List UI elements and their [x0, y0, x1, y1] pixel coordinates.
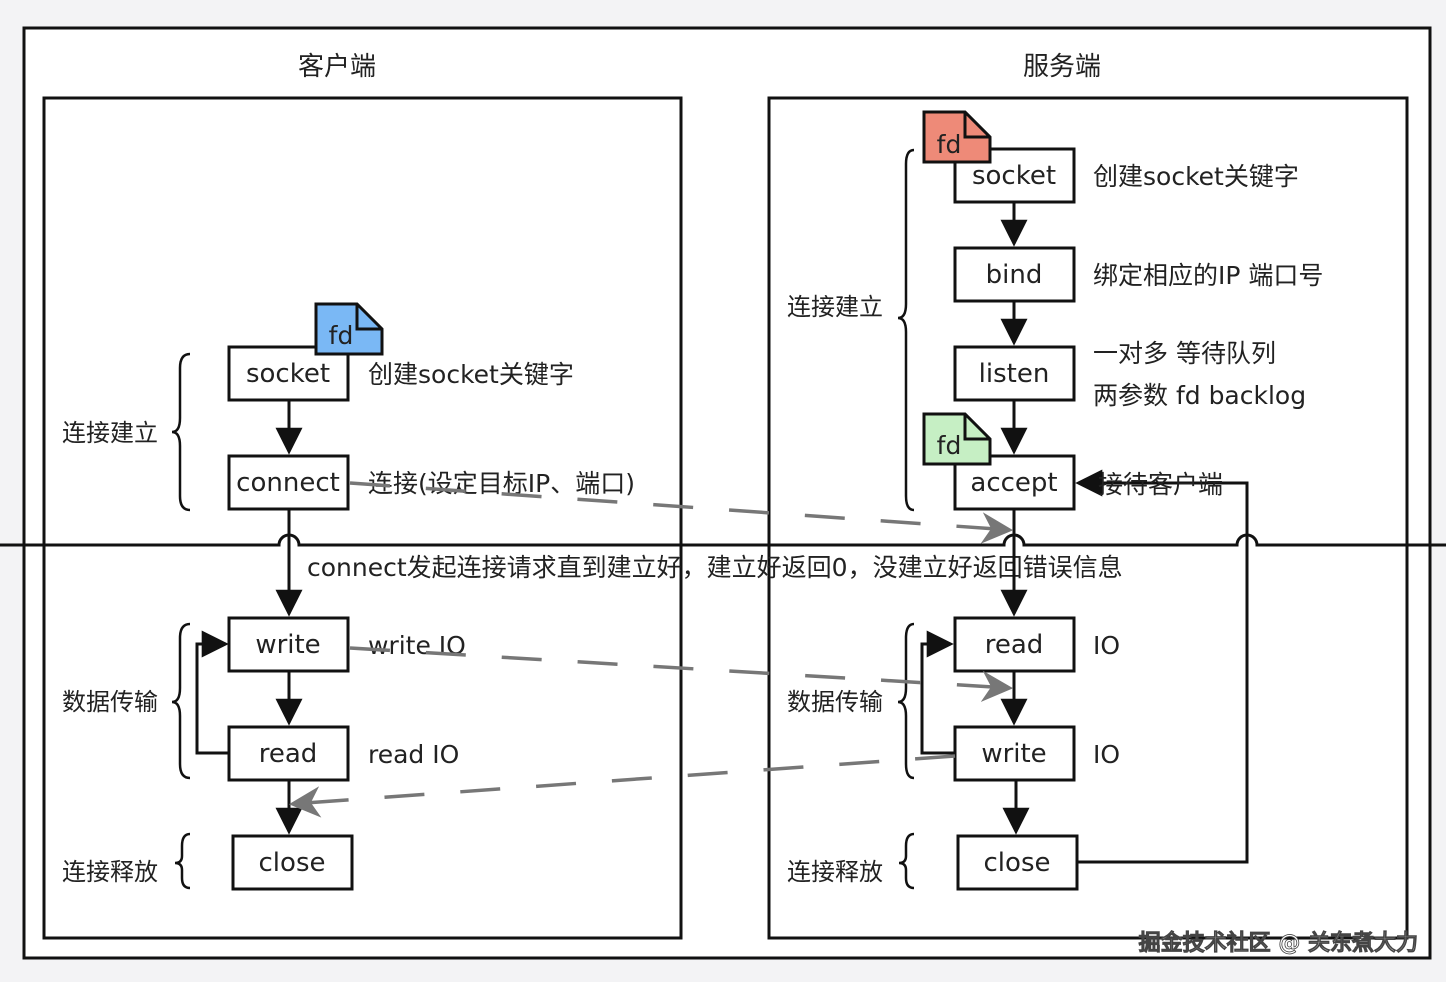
- server-listen-box: listen: [953, 345, 1076, 402]
- server-write-note: IO: [1093, 740, 1120, 769]
- server-loop-write-read: [920, 630, 955, 755]
- client-read-label: read: [259, 739, 318, 769]
- client-title: 客户端: [298, 52, 376, 82]
- server-write-label: write: [981, 739, 1046, 769]
- server-read-label: read: [985, 630, 1044, 660]
- dashed-arrow-write-to-read: [349, 646, 1014, 703]
- client-read-note: read IO: [368, 740, 459, 769]
- client-brace-transfer: [171, 622, 191, 780]
- server-close-label: close: [984, 848, 1051, 878]
- server-brace-release-label: 连接释放: [787, 858, 883, 886]
- server-brace-establish: [897, 148, 915, 512]
- client-write-box: write: [227, 616, 350, 673]
- dashed-arrow-connect-to-accept: [349, 481, 1014, 544]
- server-brace-release: [898, 832, 915, 890]
- server-title: 服务端: [1023, 52, 1101, 82]
- client-loop-read-write: [195, 630, 229, 755]
- server-brace-establish-label: 连接建立: [787, 293, 883, 321]
- client-close-label: close: [259, 848, 326, 878]
- server-accept-note: 接待客户端: [1098, 470, 1223, 499]
- server-accept-fd-document-icon: fd: [922, 412, 992, 466]
- server-socket-fd-document-icon: fd: [922, 110, 992, 164]
- client-fd-document-icon: fd: [314, 302, 384, 356]
- server-close-box: close: [956, 834, 1079, 891]
- client-socket-box: socket: [227, 345, 350, 402]
- client-brace-establish-label: 连接建立: [62, 419, 158, 447]
- server-listen-note-line2: 两参数 fd backlog: [1093, 381, 1306, 410]
- dashed-arrow-write-to-read-client: [288, 754, 956, 818]
- server-listen-note-line1: 一对多 等待队列: [1093, 339, 1276, 368]
- client-brace-transfer-label: 数据传输: [62, 688, 158, 716]
- client-socket-note: 创建socket关键字: [368, 360, 574, 389]
- server-socket-label: socket: [972, 161, 1056, 191]
- client-connect-box: connect: [227, 454, 350, 511]
- client-connect-label: connect: [236, 468, 340, 498]
- client-write-label: write: [255, 630, 320, 660]
- server-brace-transfer-label: 数据传输: [787, 688, 883, 716]
- client-connect-note: 连接(设定目标IP、端口): [368, 469, 635, 498]
- client-fd-label: fd: [329, 321, 354, 350]
- server-brace-transfer: [897, 622, 915, 780]
- client-socket-label: socket: [246, 359, 330, 389]
- server-panel: [767, 96, 1409, 940]
- server-write-box: write: [953, 725, 1076, 782]
- server-socket-note: 创建socket关键字: [1093, 162, 1299, 191]
- server-listen-label: listen: [979, 359, 1050, 389]
- server-accept-label: accept: [970, 468, 1057, 498]
- server-read-box: read: [953, 616, 1076, 673]
- client-panel: [42, 96, 683, 940]
- server-bind-label: bind: [986, 260, 1043, 290]
- client-read-box: read: [227, 725, 350, 782]
- divider-note: connect发起连接请求直到建立好，建立好返回0，没建立好返回错误信息: [307, 553, 1123, 582]
- client-brace-release-label: 连接释放: [62, 858, 158, 886]
- server-bind-note: 绑定相应的IP 端口号: [1093, 261, 1323, 290]
- server-socket-box: socket: [953, 147, 1076, 204]
- client-brace-release: [174, 832, 191, 890]
- server-bind-box: bind: [953, 246, 1076, 303]
- server-accept-fd-label: fd: [937, 431, 962, 460]
- server-accept-box: accept: [953, 454, 1076, 511]
- server-read-note: IO: [1093, 631, 1120, 660]
- client-brace-establish: [171, 352, 191, 512]
- server-loop-close-accept: [1075, 469, 1249, 864]
- watermark: 掘金技术社区 @ 关东煮大力: [1139, 930, 1418, 956]
- client-close-box: close: [231, 834, 354, 891]
- server-socket-fd-label: fd: [937, 130, 962, 159]
